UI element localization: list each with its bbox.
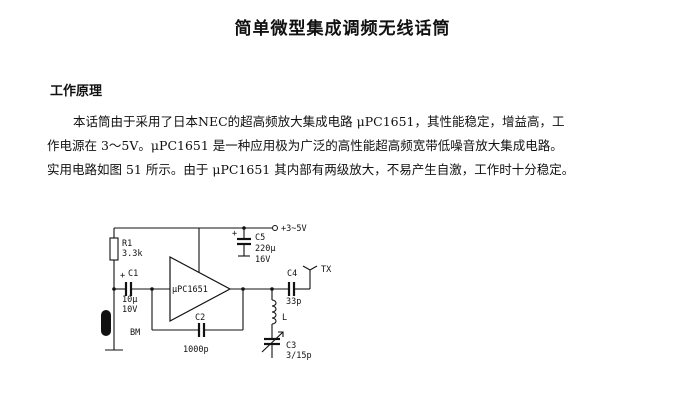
page-title: 简单微型集成调频无线话筒 bbox=[234, 19, 451, 39]
paragraph-line: 本话筒由于采用了日本NEC的超高频放大集成电路 μPC1651，其性能稳定，增益… bbox=[73, 114, 565, 129]
c5-voltage: 16V bbox=[255, 255, 270, 265]
c2-name: C2 bbox=[195, 313, 205, 323]
microphone-icon bbox=[101, 310, 111, 336]
c5-value: 220μ bbox=[255, 244, 275, 254]
l-name: L bbox=[282, 313, 287, 323]
c3-name: C3 bbox=[286, 341, 296, 351]
mic-name: BM bbox=[130, 328, 140, 338]
trimmer-arrow bbox=[261, 331, 284, 353]
c2-value: 1000p bbox=[183, 345, 209, 355]
c1-plus: + bbox=[120, 271, 125, 281]
resistor-r1 bbox=[109, 237, 119, 261]
antenna-icon bbox=[302, 265, 318, 271]
supply-terminal bbox=[272, 225, 278, 231]
amplifier-ic bbox=[169, 256, 232, 322]
c1-value: 10μ bbox=[122, 295, 137, 305]
inductor-l bbox=[271, 299, 277, 325]
section-heading: 工作原理 bbox=[50, 84, 103, 99]
r1-name: R1 bbox=[122, 239, 132, 249]
trimmer-arrow bbox=[278, 331, 284, 337]
r1-value: 3.3k bbox=[122, 249, 142, 259]
c3-value: 3/15p bbox=[286, 351, 312, 361]
ic-label: μPC1651 bbox=[172, 285, 208, 295]
paragraph-line: 实用电路如图 51 所示。由于 μPC1651 其内部有两级放大，不易产生自激，… bbox=[47, 162, 575, 177]
body-paragraph: 本话筒由于采用了日本NEC的超高频放大集成电路 μPC1651，其性能稳定，增益… bbox=[47, 110, 672, 182]
paragraph-line: 作电源在 3～5V。μPC1651 是一种应用极为广泛的高性能超高频宽带低噪音放… bbox=[47, 138, 563, 153]
c4-value: 33p bbox=[286, 297, 301, 307]
c5-name: C5 bbox=[255, 233, 265, 243]
c1-name: C1 bbox=[128, 269, 138, 279]
junction-dot bbox=[241, 287, 245, 291]
c5-plus: + bbox=[232, 229, 237, 239]
c1-voltage: 10V bbox=[122, 305, 137, 315]
c4-name: C4 bbox=[287, 269, 297, 279]
antenna-label: TX bbox=[321, 265, 332, 275]
supply-label: +3~5V bbox=[281, 224, 307, 234]
